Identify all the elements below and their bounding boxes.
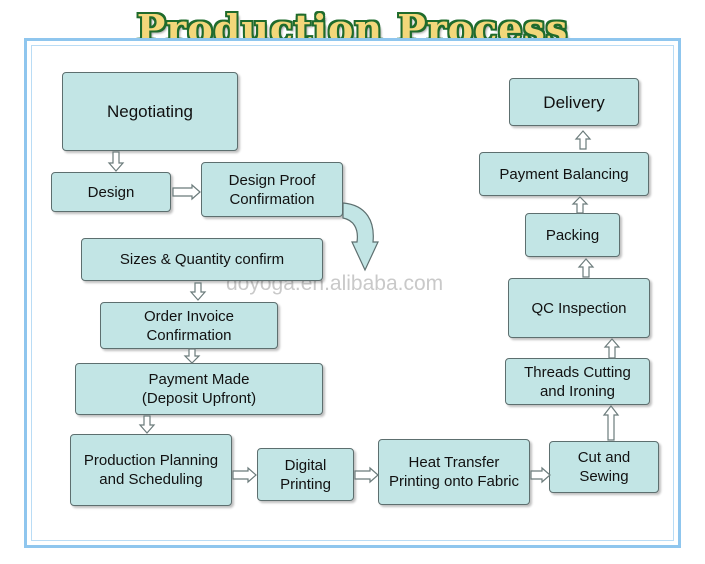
step-label: Design <box>87 183 135 201</box>
arrow-up-icon <box>574 130 592 150</box>
arrow-down-icon <box>107 151 125 172</box>
arrow-up-icon <box>603 338 621 359</box>
curved-arrow-icon <box>342 202 379 272</box>
step-packing: Packing <box>525 213 620 257</box>
step-cut-sewing: Cut and Sewing <box>549 441 659 493</box>
step-design: Design <box>51 172 171 212</box>
arrow-down-icon <box>138 415 156 434</box>
arrow-up-icon <box>602 405 620 441</box>
arrow-down-icon <box>183 348 201 364</box>
step-label: Threads Cutting and Ironing <box>524 363 631 400</box>
step-threads-cutting: Threads Cutting and Ironing <box>505 358 650 405</box>
arrow-down-icon <box>189 282 207 301</box>
step-digital-printing: Digital Printing <box>257 448 354 501</box>
step-production-planning: Production Planning and Scheduling <box>70 434 232 506</box>
step-label: Production Planning and Scheduling <box>83 452 219 488</box>
step-label: Cut and Sewing <box>577 449 631 485</box>
arrow-right-icon <box>232 466 257 484</box>
step-label: Delivery <box>543 92 605 112</box>
step-label: QC Inspection <box>531 299 627 317</box>
diagram-frame-inner <box>31 45 674 541</box>
step-delivery: Delivery <box>509 78 639 126</box>
step-label: Heat Transfer Printing onto Fabric <box>388 454 520 490</box>
step-negotiating: Negotiating <box>62 72 238 151</box>
step-label: Payment Made (Deposit Upfront) <box>141 371 257 407</box>
arrow-right-icon <box>172 183 201 201</box>
arrow-right-icon <box>530 466 551 484</box>
step-heat-transfer: Heat Transfer Printing onto Fabric <box>378 439 530 505</box>
step-order-invoice: Order Invoice Confirmation <box>100 302 278 349</box>
step-label: Packing <box>545 226 600 244</box>
step-design-proof: Design Proof Confirmation <box>201 162 343 217</box>
step-label: Design Proof Confirmation <box>228 171 316 208</box>
arrow-up-icon <box>571 196 589 214</box>
arrow-up-icon <box>577 258 595 278</box>
step-label: Negotiating <box>106 102 193 121</box>
step-payment-balancing: Payment Balancing <box>479 152 649 196</box>
step-label: Order Invoice Confirmation <box>143 307 235 344</box>
step-label: Digital Printing <box>280 456 331 493</box>
step-sizes-quantity: Sizes & Quantity confirm <box>81 238 323 281</box>
step-payment-made: Payment Made (Deposit Upfront) <box>75 363 323 415</box>
step-label: Payment Balancing <box>499 165 629 183</box>
step-qc-inspection: QC Inspection <box>508 278 650 338</box>
step-label: Sizes & Quantity confirm <box>119 251 285 268</box>
arrow-right-icon <box>354 466 379 484</box>
